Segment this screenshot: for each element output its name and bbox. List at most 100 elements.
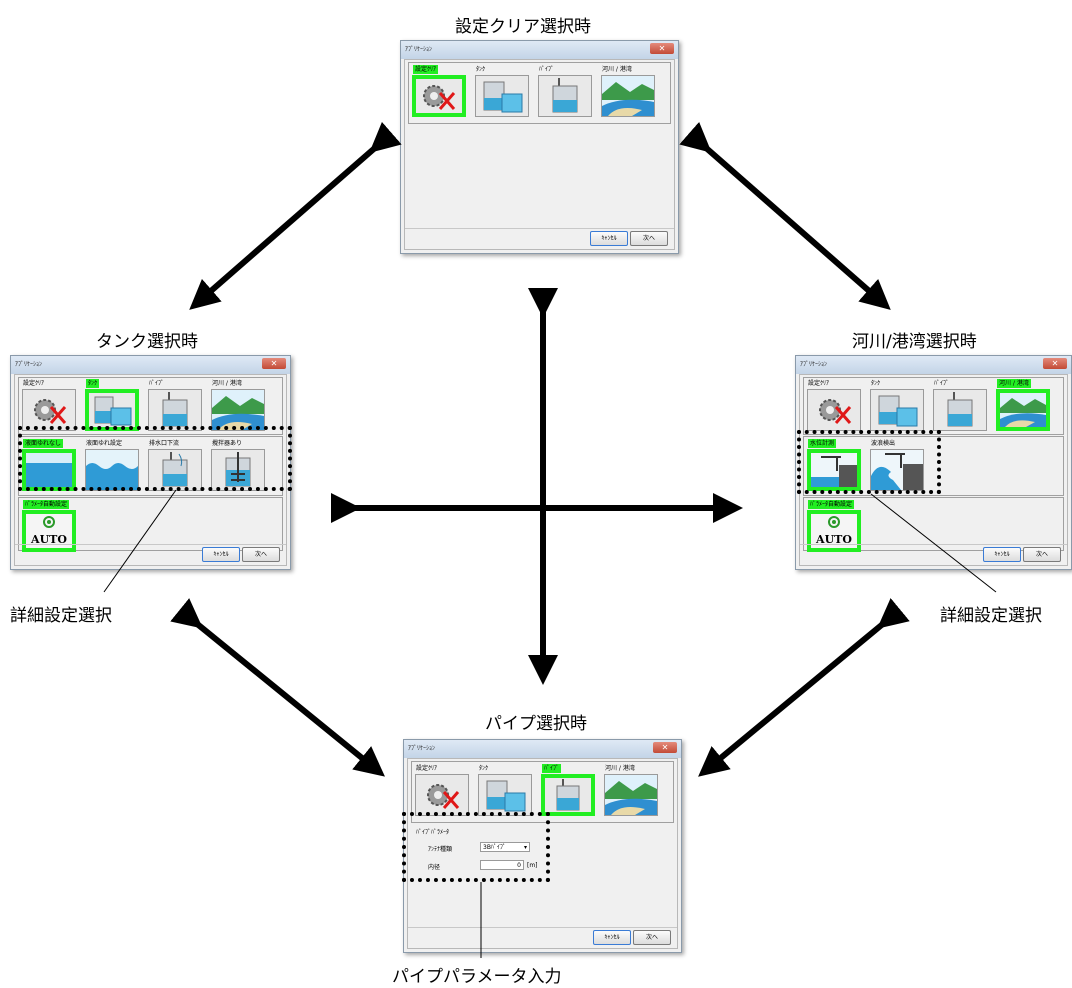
- app-panel: 設定ｸﾘｱ ﾀﾝｸ ﾊﾟｲﾌﾟ 河川 / 港湾: [408, 62, 671, 124]
- antenna-type-value: 3Bﾊﾟｲﾌﾟ: [483, 844, 506, 851]
- auto-panel: ﾊﾟﾗﾒｰﾀ自動設定 AUTO: [803, 497, 1064, 552]
- clear-icon: [22, 389, 76, 431]
- pipe-param-group: ﾊﾟｲﾌﾟﾊﾟﾗﾒｰﾀ ｱﾝﾃﾅ種類 3Bﾊﾟｲﾌﾟ ▾ 内径 0 [m]: [414, 825, 554, 883]
- cancel-button[interactable]: ｷｬﾝｾﾙ: [983, 547, 1021, 562]
- window-title: ｱﾌﾟﾘｹｰｼｮﾝ: [15, 361, 43, 368]
- caption-clear: 設定クリア選択時: [455, 17, 591, 37]
- tile-tank-label: ﾀﾝｸ: [476, 66, 486, 73]
- next-button[interactable]: 次へ: [633, 930, 671, 945]
- tile-pipe-label: ﾊﾟｲﾌﾟ: [149, 380, 165, 387]
- dialog-body: 設定ｸﾘｱ ﾀﾝｸ ﾊﾟｲﾌﾟ 河川 / 港湾: [404, 59, 675, 250]
- window-title: ｱﾌﾟﾘｹｰｼｮﾝ: [405, 46, 433, 53]
- dialog-river: ｱﾌﾟﾘｹｰｼｮﾝ ✕ 設定ｸﾘｱ ﾀﾝｸ ﾊﾟｲﾌﾟ: [795, 355, 1072, 570]
- auto-panel: ﾊﾟﾗﾒｰﾀ自動設定 AUTO: [18, 497, 283, 552]
- close-button[interactable]: ✕: [653, 742, 677, 753]
- antenna-type-select[interactable]: 3Bﾊﾟｲﾌﾟ ▾: [480, 842, 530, 852]
- title-bar: ｱﾌﾟﾘｹｰｼｮﾝ ✕: [11, 356, 290, 374]
- tile-agitator-label: 攪拌器あり: [212, 440, 243, 447]
- river-icon: [996, 389, 1050, 431]
- tile-tank-label: ﾀﾝｸ: [86, 379, 100, 388]
- auto-icon: AUTO: [22, 510, 76, 552]
- tile-river-label: 河川 / 港湾: [602, 66, 632, 73]
- dialog-body: 設定ｸﾘｱ ﾀﾝｸ ﾊﾟｲﾌﾟ 河川 / 港湾: [799, 374, 1068, 566]
- tank-icon: [475, 75, 529, 117]
- tile-clear-label: 設定ｸﾘｱ: [416, 765, 438, 772]
- callout-tank-detail: 詳細設定選択: [10, 606, 112, 626]
- tile-tank-label: ﾀﾝｸ: [871, 380, 881, 387]
- dialog-footer: ｷｬﾝｾﾙ 次へ: [405, 228, 674, 249]
- antenna-type-label: ｱﾝﾃﾅ種類: [428, 846, 453, 853]
- tile-clear-label: 設定ｸﾘｱ: [23, 380, 45, 387]
- dialog-tank: ｱﾌﾟﾘｹｰｼｮﾝ ✕ 設定ｸﾘｱ ﾀﾝｸ ﾊﾟｲﾌﾟ: [10, 355, 291, 570]
- dialog-footer: ｷｬﾝｾﾙ 次へ: [800, 544, 1067, 565]
- tank-detail-highlight: [18, 426, 292, 491]
- window-title: ｱﾌﾟﾘｹｰｼｮﾝ: [800, 361, 828, 368]
- agitator-tank-icon: [211, 449, 265, 491]
- river-icon: [604, 774, 658, 816]
- level-measure-icon: [807, 449, 861, 491]
- title-bar: ｱﾌﾟﾘｹｰｼｮﾝ ✕: [796, 356, 1071, 374]
- arrow-river-pipe: [698, 598, 910, 777]
- title-bar: ｱﾌﾟﾘｹｰｼｮﾝ ✕: [404, 740, 681, 758]
- flat-water-icon: [22, 449, 76, 491]
- pipe-icon: [148, 389, 202, 431]
- cancel-button[interactable]: ｷｬﾝｾﾙ: [202, 547, 240, 562]
- tile-level-measure-label: 水位計測: [808, 439, 837, 448]
- tile-river-label: 河川 / 港湾: [997, 379, 1031, 388]
- cancel-button[interactable]: ｷｬﾝｾﾙ: [593, 930, 631, 945]
- leader-tank-detail: [103, 489, 177, 593]
- close-button[interactable]: ✕: [650, 43, 674, 54]
- tile-auto-label: ﾊﾟﾗﾒｰﾀ自動設定: [23, 500, 70, 509]
- cancel-button[interactable]: ｷｬﾝｾﾙ: [590, 231, 628, 246]
- pipe-icon: [538, 75, 592, 117]
- detail-panel: 水位計測 波浪検出: [803, 436, 1064, 496]
- auto-icon: AUTO: [807, 510, 861, 552]
- leader-river-detail: [870, 493, 997, 593]
- auto-text: AUTO: [31, 533, 67, 546]
- river-icon: [601, 75, 655, 117]
- next-button[interactable]: 次へ: [242, 547, 280, 562]
- tile-pipe-label: ﾊﾟｲﾌﾟ: [539, 66, 555, 73]
- next-button[interactable]: 次へ: [1023, 547, 1061, 562]
- pipe-param-group-label: ﾊﾟｲﾌﾟﾊﾟﾗﾒｰﾀ: [416, 829, 450, 836]
- inner-diameter-field[interactable]: 0: [480, 860, 524, 870]
- tile-river-label: 河川 / 港湾: [605, 765, 635, 772]
- tile-tank-label: ﾀﾝｸ: [479, 765, 489, 772]
- tile-wave-detect-label: 波浪検出: [871, 440, 896, 447]
- close-button[interactable]: ✕: [1043, 358, 1067, 369]
- dialog-footer: ｷｬﾝｾﾙ 次へ: [408, 927, 677, 948]
- title-bar: ｱﾌﾟﾘｹｰｼｮﾝ ✕: [401, 41, 678, 59]
- tile-pipe-label: ﾊﾟｲﾌﾟ: [542, 764, 562, 773]
- tile-pipe-label: ﾊﾟｲﾌﾟ: [934, 380, 950, 387]
- tile-clear-label: 設定ｸﾘｱ: [413, 65, 439, 74]
- app-panel: 設定ｸﾘｱ ﾀﾝｸ ﾊﾟｲﾌﾟ 河川 / 港湾: [803, 377, 1064, 435]
- inner-diameter-label: 内径: [428, 864, 441, 871]
- detail-panel: 液面ゆれなし 液面ゆれ設定 排水口下流 攪拌器あり: [18, 436, 283, 496]
- close-button[interactable]: ✕: [262, 358, 286, 369]
- callout-pipe-params: パイプパラメータ入力: [392, 967, 562, 987]
- next-button[interactable]: 次へ: [630, 231, 668, 246]
- tile-auto-label: ﾊﾟﾗﾒｰﾀ自動設定: [808, 500, 855, 509]
- wave-detect-icon: [870, 449, 924, 491]
- arrow-clear-river: [679, 121, 891, 310]
- arrow-tank-pipe: [170, 598, 385, 777]
- caption-pipe: パイプ選択時: [485, 714, 587, 734]
- caption-tank: タンク選択時: [96, 332, 198, 352]
- pipe-icon: [541, 774, 595, 816]
- pipe-param-highlight: [402, 812, 550, 882]
- app-panel: 設定ｸﾘｱ ﾀﾝｸ ﾊﾟｲﾌﾟ 河川 / 港湾: [18, 377, 283, 435]
- dialog-body: 設定ｸﾘｱ ﾀﾝｸ ﾊﾟｲﾌﾟ 河川 / 港湾: [14, 374, 287, 566]
- chevron-down-icon: ▾: [523, 844, 527, 851]
- tile-no-ripple-label: 液面ゆれなし: [23, 439, 64, 448]
- tile-clear-label: 設定ｸﾘｱ: [808, 380, 830, 387]
- clear-icon: [412, 75, 466, 117]
- pipe-icon: [933, 389, 987, 431]
- callout-river-detail: 詳細設定選択: [940, 606, 1042, 626]
- wave-water-icon: [85, 449, 139, 491]
- tank-icon: [478, 774, 532, 816]
- caption-river: 河川/港湾選択時: [852, 332, 977, 352]
- inner-diameter-unit: [m]: [527, 862, 538, 869]
- tile-river-label: 河川 / 港湾: [212, 380, 242, 387]
- dialog-clear: ｱﾌﾟﾘｹｰｼｮﾝ ✕ 設定ｸﾘｱ ﾀﾝｸ ﾊﾟｲﾌﾟ: [400, 40, 679, 254]
- auto-text: AUTO: [816, 533, 852, 546]
